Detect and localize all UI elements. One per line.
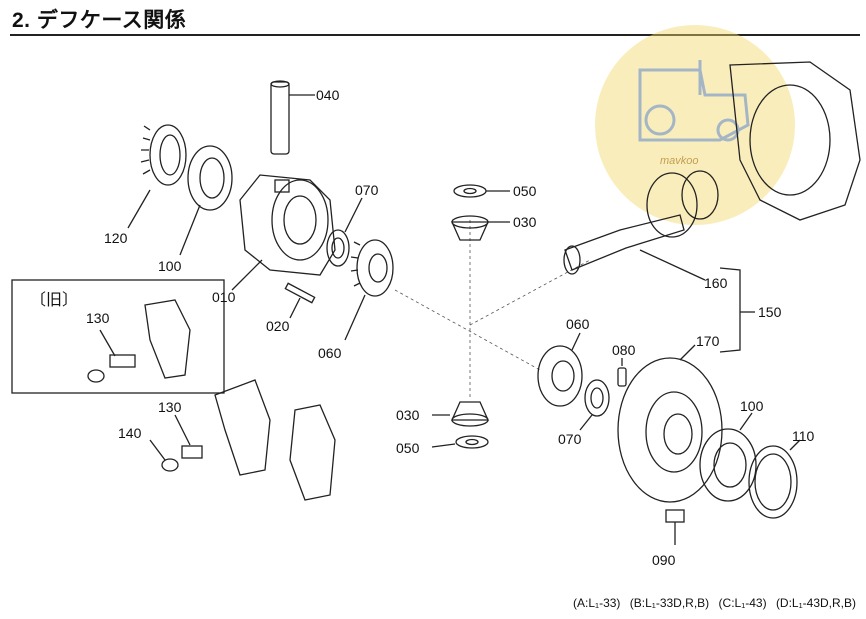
part-070-washer-left: [326, 197, 363, 267]
watermark-logo: [595, 25, 795, 225]
part-label-130-old: 130: [86, 310, 110, 326]
part-150-bracket: [719, 267, 755, 353]
part-100-bearing-left: [179, 145, 233, 256]
part-label-150: 150: [758, 304, 782, 320]
part-label-090: 090: [652, 552, 676, 568]
part-label-010: 010: [212, 289, 236, 305]
part-label-140: 140: [118, 425, 142, 441]
part-label-070-right: 070: [558, 431, 582, 447]
part-label-080: 080: [612, 342, 636, 358]
part-label-060-left: 060: [318, 345, 342, 361]
footer-model-d: (D:L₁-43D,R,B): [775, 596, 856, 610]
part-label-100-left: 100: [158, 258, 182, 274]
part-label-110: 110: [792, 428, 815, 444]
old-parts-inset: [11, 279, 225, 394]
assembly-axis-lines: [394, 220, 591, 400]
lower-half-caps: [149, 379, 336, 501]
part-030-050-bottom: [431, 401, 490, 449]
part-label-120: 120: [104, 230, 128, 246]
part-label-160: 160: [704, 275, 728, 291]
part-label-100-right: 100: [740, 398, 764, 414]
part-090-bolt: [665, 509, 685, 545]
footer-model-c: (C:L₁-43): [718, 596, 767, 610]
part-160-pinion-shaft: [563, 214, 706, 281]
part-010-diff-case: [231, 174, 336, 291]
watermark-text: mavkoo: [660, 155, 699, 167]
part-170-ring-gear: [617, 344, 723, 503]
part-020-spring-pin: [284, 282, 316, 319]
part-label-130: 130: [158, 399, 182, 415]
part-110-shim: [748, 439, 801, 519]
part-040-shaft-pin: [270, 80, 315, 155]
part-060-side-gear-right: [537, 332, 583, 407]
footer-model-b: (B:L₁-33D,R,B): [629, 596, 710, 610]
part-070-washer-right: [579, 379, 610, 431]
part-label-050-bottom: 050: [396, 440, 420, 456]
part-label-060-right: 060: [566, 316, 590, 332]
part-label-030-top: 030: [513, 214, 537, 230]
part-050-030-top: [450, 184, 510, 241]
part-label-040: 040: [316, 87, 340, 103]
part-label-030-bottom: 030: [396, 407, 420, 423]
old-label: 〔旧〕: [30, 290, 78, 309]
part-label-020: 020: [266, 318, 290, 334]
part-120-bevel-ring: [127, 124, 187, 229]
part-label-070-left: 070: [355, 182, 379, 198]
model-applicability-footer: (A:L₁-33) (B:L₁-33D,R,B) (C:L₁-43) (D:L₁…: [567, 596, 856, 610]
title-underline: [10, 34, 860, 36]
part-080-pin: [617, 358, 627, 387]
part-label-170: 170: [696, 333, 720, 349]
part-060-side-gear-left: [344, 239, 394, 341]
housing-right: [646, 61, 861, 238]
part-100-bearing-right: [699, 412, 757, 502]
footer-model-a: (A:L₁-33): [573, 596, 621, 610]
page-title: 2. デフケース関係: [12, 9, 187, 32]
part-label-050-top: 050: [513, 183, 537, 199]
